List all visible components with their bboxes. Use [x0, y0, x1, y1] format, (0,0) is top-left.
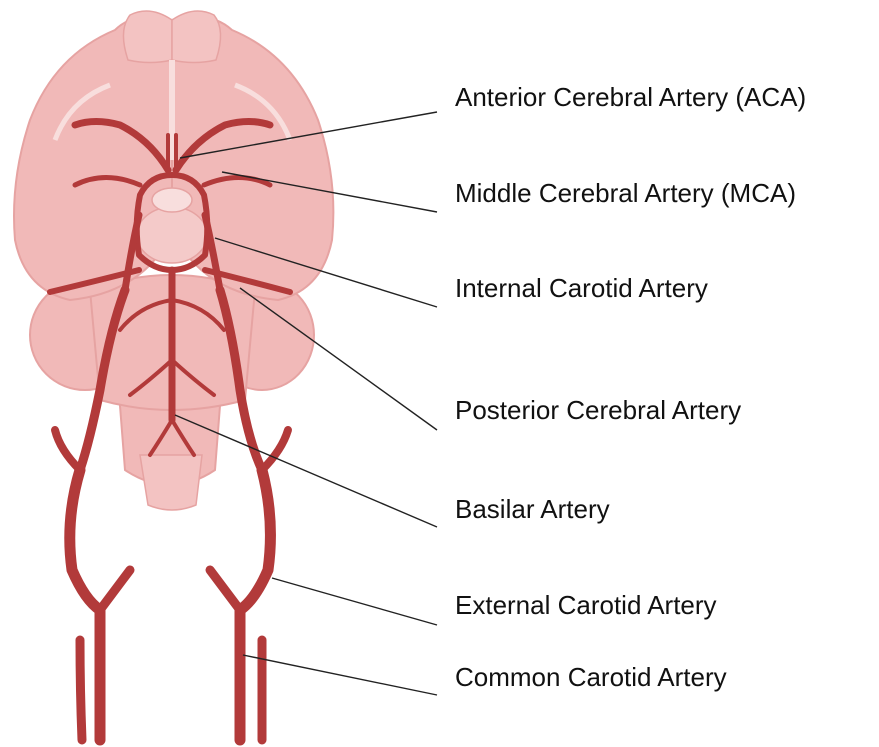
external-carotid-artery-left [55, 430, 80, 470]
label-anterior-cerebral-artery: Anterior Cerebral Artery (ACA) [455, 82, 806, 112]
leader-external-carotid [272, 578, 437, 625]
label-basilar-artery: Basilar Artery [455, 494, 610, 524]
brainstem-lower [140, 455, 202, 510]
olfactory-bulb-right [172, 11, 221, 63]
hypothalamus [137, 207, 207, 263]
lower-branch-left-outer [80, 640, 82, 740]
label-internal-carotid-artery: Internal Carotid Artery [455, 273, 708, 303]
optic-chiasm [152, 188, 192, 212]
label-common-carotid-artery: Common Carotid Artery [455, 662, 727, 692]
label-external-carotid-artery: External Carotid Artery [455, 590, 717, 620]
lower-branch-right [210, 570, 240, 610]
lower-branch-left [100, 570, 130, 610]
external-carotid-artery-right [262, 430, 288, 470]
olfactory-bulb-left [123, 11, 172, 63]
label-middle-cerebral-artery: Middle Cerebral Artery (MCA) [455, 178, 796, 208]
label-posterior-cerebral-artery: Posterior Cerebral Artery [455, 395, 741, 425]
leader-common-carotid [243, 655, 437, 695]
